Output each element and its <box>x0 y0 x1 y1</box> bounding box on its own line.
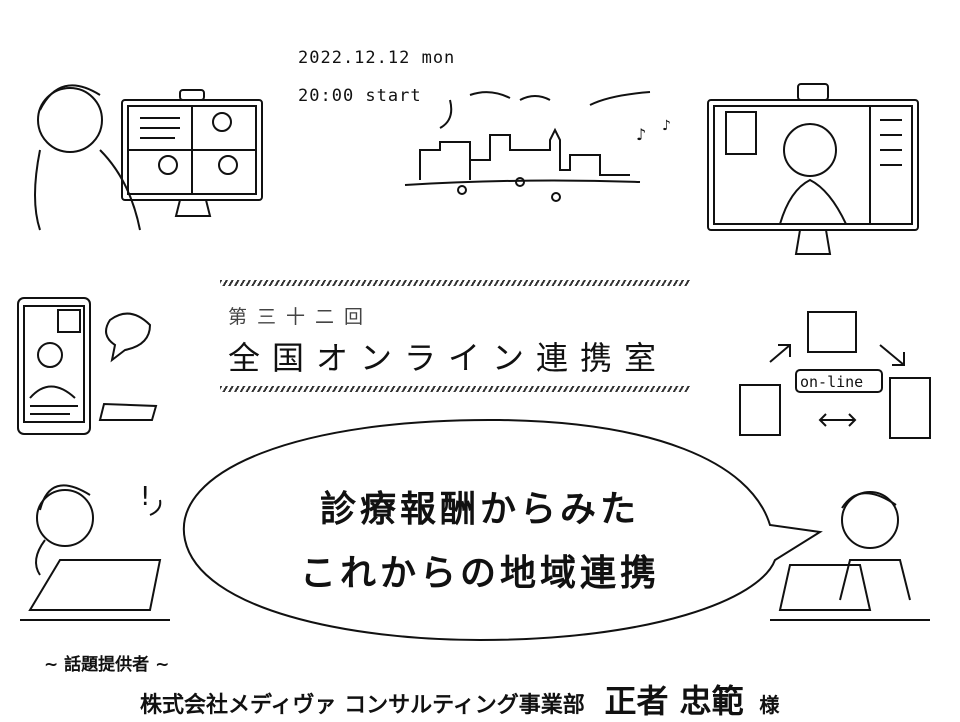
presenter-info: 株式会社メディヴァ コンサルティング事業部 正者 忠範 様 <box>140 676 779 722</box>
topic-title: 診療報酬からみた これからの地域連携 <box>230 478 730 606</box>
presenter-affiliation: 株式会社メディヴァ コンサルティング事業部 <box>140 693 585 718</box>
divider-bottom <box>220 386 690 392</box>
presenter-label: ~ 話題提供者 ~ <box>44 655 170 675</box>
svg-text:♪: ♪ <box>662 118 671 134</box>
svg-text:♪: ♪ <box>636 125 646 144</box>
video-call-monitor-right <box>707 83 919 255</box>
topic-line-1: 診療報酬からみた <box>319 489 640 530</box>
online-label: on-line <box>800 373 864 391</box>
event-date: 2022.12.12 mon <box>298 48 456 68</box>
woman-with-laptop <box>20 484 170 621</box>
video-call-monitor-left <box>34 84 263 231</box>
speech-bubble <box>182 418 823 642</box>
event-round: 第三十二回 <box>228 306 374 328</box>
exclamation-mark: ! <box>140 482 150 512</box>
divider-top <box>220 280 690 286</box>
tablet-illustration <box>17 297 158 435</box>
event-title: 全国オンライン連携室 <box>228 339 669 377</box>
event-start-time: 20:00 start <box>298 86 422 106</box>
man-with-laptop <box>770 491 930 621</box>
buildings-online-network <box>739 311 931 439</box>
topic-line-2: これからの地域連携 <box>299 553 660 594</box>
presenter-honorific: 様 <box>759 693 780 717</box>
city-skyline-icon: ♪ ♪ <box>404 91 671 202</box>
presenter-name: 正者 忠範 <box>604 682 744 720</box>
